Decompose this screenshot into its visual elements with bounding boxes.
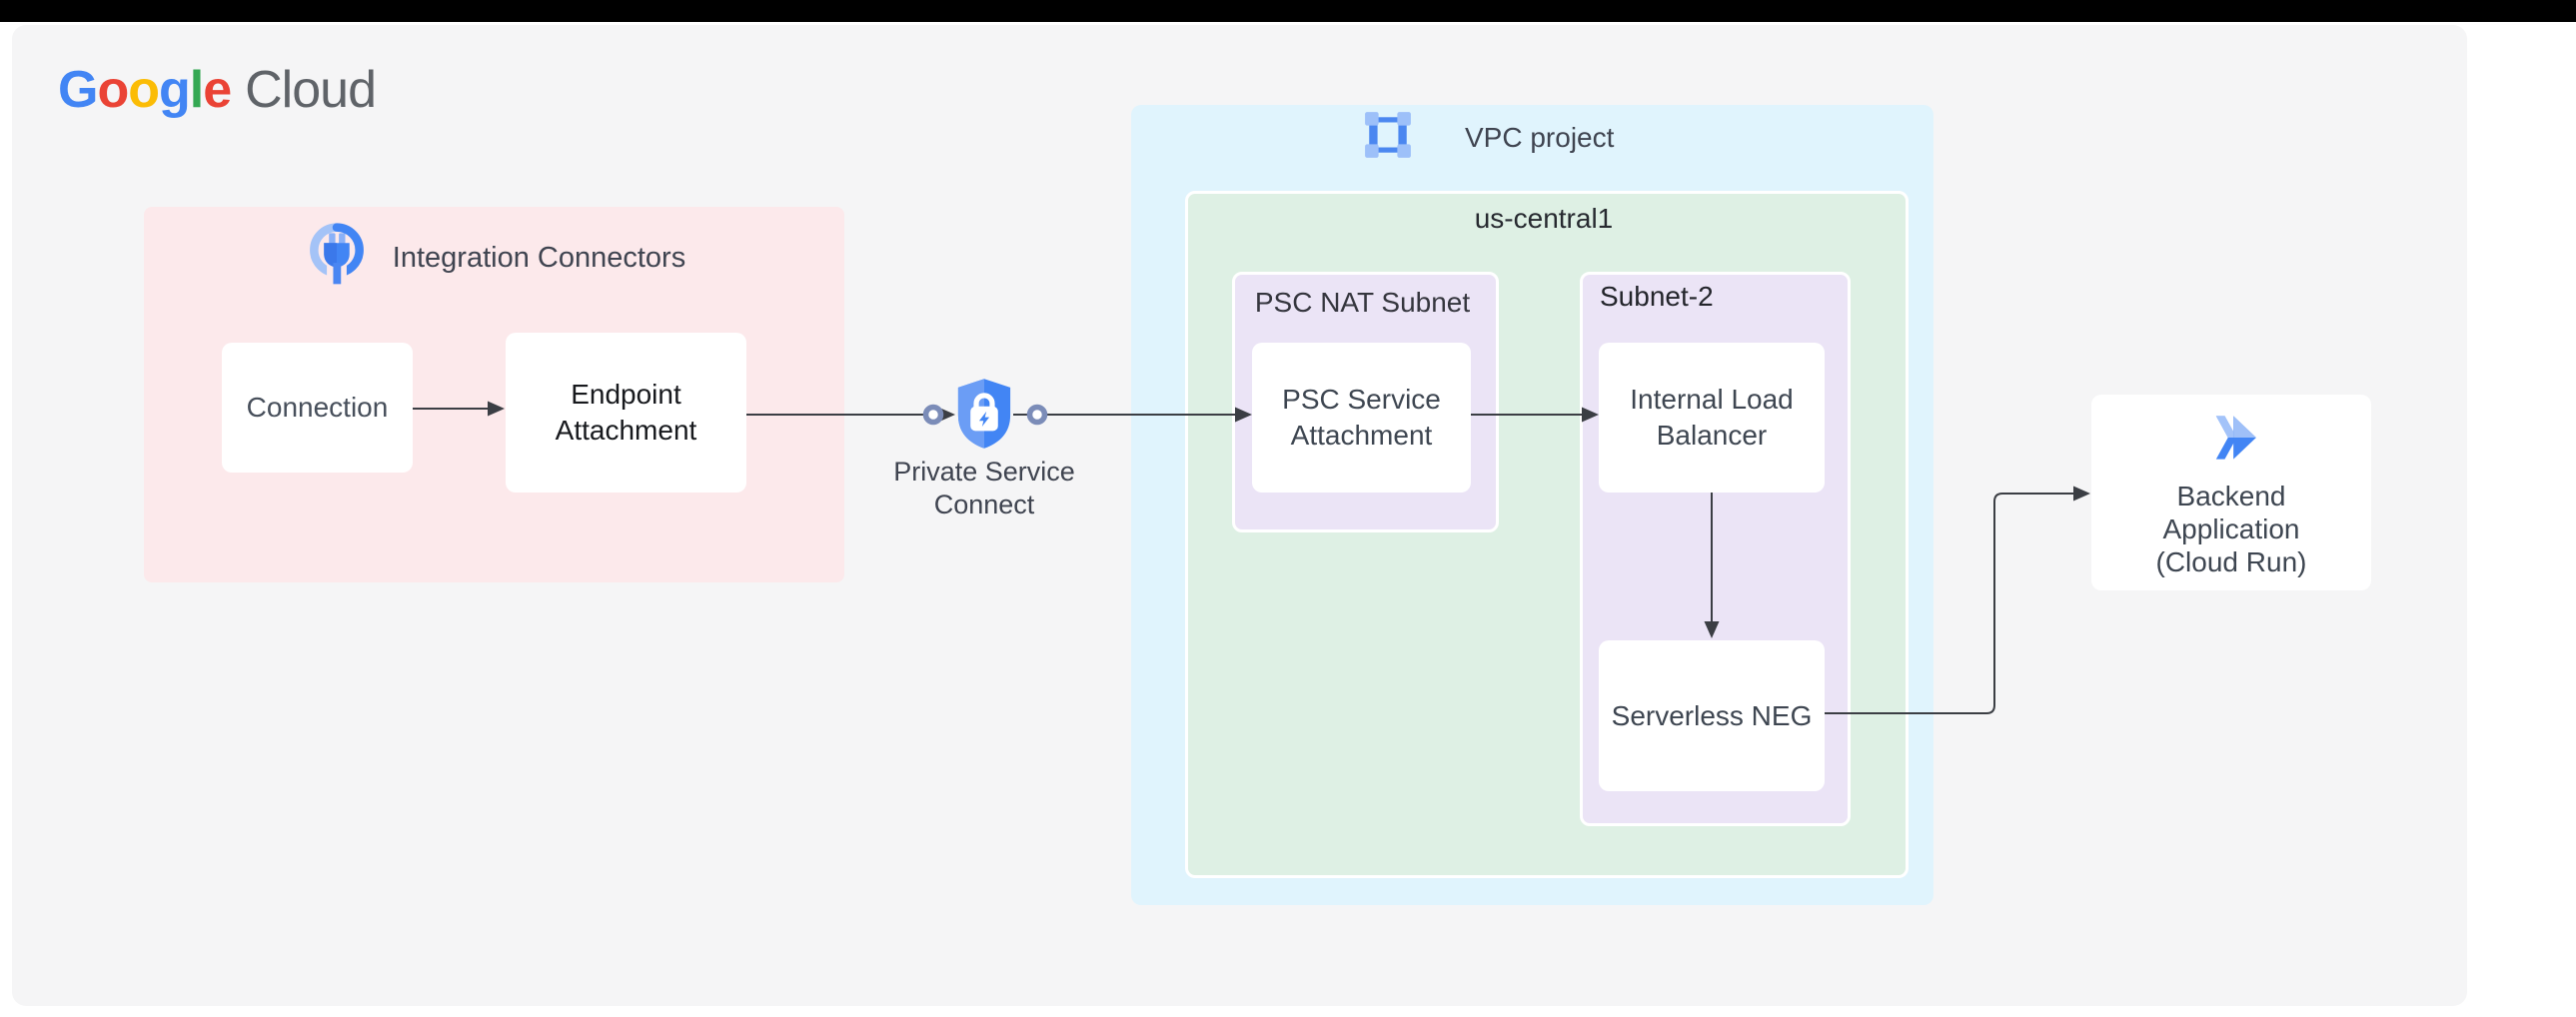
endpoint-attachment-label: Endpoint Attachment bbox=[555, 379, 697, 446]
logo-letter: G bbox=[58, 61, 98, 119]
private-service-connect-label: Private Service Connect bbox=[893, 457, 1075, 519]
integration-connectors-header: Integration Connectors bbox=[144, 220, 844, 297]
connection-label: Connection bbox=[246, 392, 389, 423]
psc-service-attachment-label: PSC Service Attachment bbox=[1282, 384, 1441, 451]
logo-letter: e bbox=[203, 61, 232, 119]
node-backend-application: Backend Application (Cloud Run) bbox=[2091, 395, 2371, 590]
shield-lock-icon bbox=[955, 377, 1013, 456]
logo-letter: l bbox=[189, 61, 204, 119]
cloud-run-icon bbox=[2205, 413, 2257, 472]
vpc-frame-icon bbox=[1363, 110, 1413, 165]
internal-load-balancer-label: Internal Load Balancer bbox=[1630, 384, 1794, 451]
top-black-bar bbox=[0, 0, 2576, 22]
vpc-project-title: VPC project bbox=[1465, 121, 1615, 153]
psc-nat-subnet-title: PSC NAT Subnet bbox=[1254, 287, 1471, 318]
logo-letter: o bbox=[97, 61, 129, 119]
node-endpoint-attachment: Endpoint Attachment bbox=[506, 333, 746, 493]
node-connection: Connection bbox=[222, 343, 413, 473]
subnet-2-title: Subnet-2 bbox=[1600, 281, 1714, 312]
logo-letter: g bbox=[158, 61, 191, 119]
plug-icon bbox=[303, 220, 371, 297]
serverless-neg-label: Serverless NEG bbox=[1611, 699, 1813, 731]
node-psc-service-attachment: PSC Service Attachment bbox=[1252, 343, 1471, 493]
node-serverless-neg: Serverless NEG bbox=[1599, 640, 1825, 791]
logo-cloud-text: Cloud bbox=[245, 61, 377, 119]
region-title: us-central1 bbox=[1474, 203, 1614, 234]
integration-connectors-title: Integration Connectors bbox=[392, 242, 686, 274]
logo-letter: o bbox=[128, 61, 160, 119]
vpc-project-header: VPC project bbox=[1363, 110, 1614, 165]
node-internal-load-balancer: Internal Load Balancer bbox=[1599, 343, 1825, 493]
backend-application-label: Backend Application (Cloud Run) bbox=[2155, 481, 2307, 577]
